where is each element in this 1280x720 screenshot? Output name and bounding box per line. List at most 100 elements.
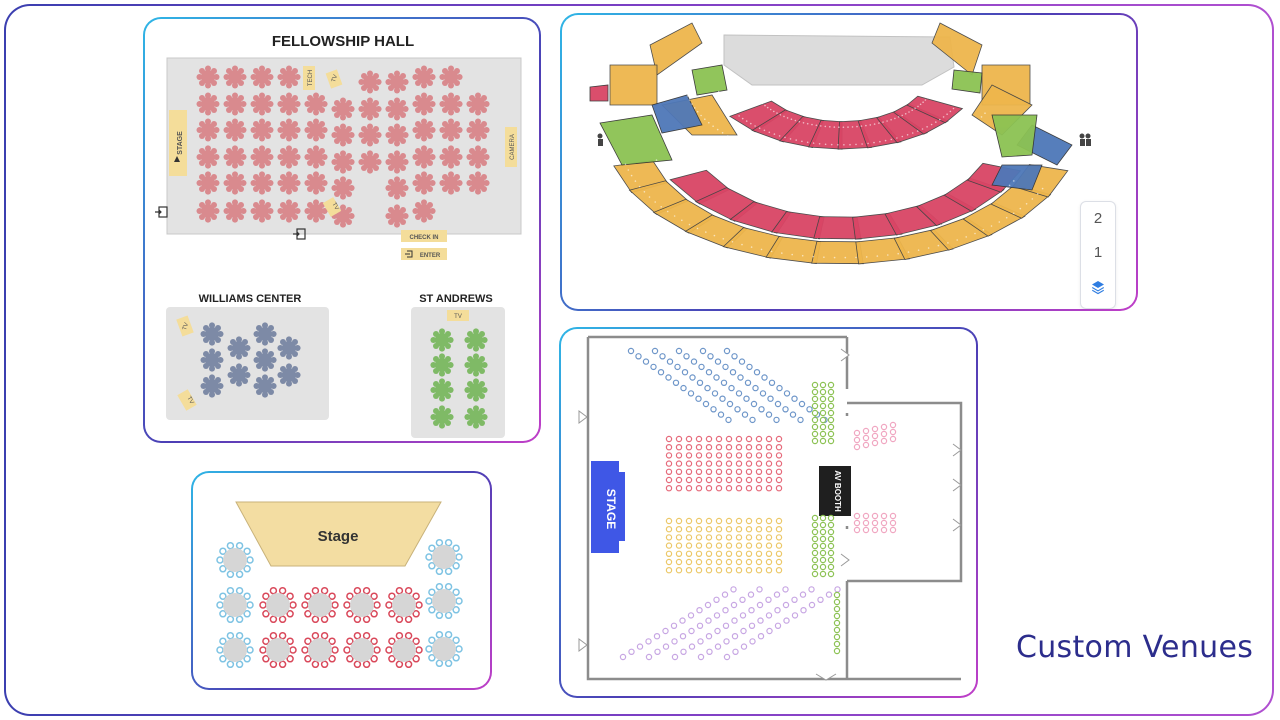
theater-seat [705, 476, 713, 484]
seat [439, 345, 445, 352]
theater-seat [707, 353, 714, 360]
seat [219, 637, 227, 645]
seat [385, 646, 393, 654]
arena-section-middle [770, 211, 825, 240]
arena-seat-dot [731, 220, 734, 222]
seat [286, 135, 292, 142]
arena-seat-dot [901, 114, 903, 117]
theater-seat [725, 550, 733, 557]
seat [236, 380, 242, 387]
seat [320, 660, 329, 669]
theater-seat [761, 374, 768, 381]
seat [301, 646, 309, 654]
theater-seat [811, 381, 819, 389]
fellowship-table [304, 92, 328, 116]
arena-seat-dot [755, 96, 757, 98]
table-top [390, 181, 404, 195]
seat [340, 204, 346, 211]
fellowship-table [358, 123, 382, 147]
theater-seat [650, 363, 657, 371]
seat [483, 180, 490, 186]
seat [473, 353, 479, 360]
arena-seat-dot [906, 134, 909, 136]
seat [304, 655, 312, 663]
seat [240, 74, 247, 80]
seat [320, 586, 329, 595]
seat [430, 362, 437, 368]
seat [466, 180, 473, 186]
theater-seat [775, 443, 783, 451]
seat [294, 208, 301, 214]
seat [331, 185, 338, 191]
seat [278, 631, 287, 640]
table-top [201, 204, 215, 218]
seat [259, 82, 265, 89]
venue-card-banquet[interactable]: Stage [191, 471, 492, 690]
seat [232, 92, 238, 99]
venue-card-fellowship-hall[interactable]: FELLOWSHIP HALL STAGE TECH TV TV CAMERA … [143, 17, 541, 443]
seat [448, 171, 454, 178]
venue-card-theater[interactable]: STAGE AV BOOTH [559, 327, 978, 698]
arena-seat-dot [783, 115, 785, 118]
theater-seat [725, 435, 733, 443]
theater-seat [745, 443, 753, 451]
arena-seat-dot [844, 256, 847, 259]
theater-seat [675, 550, 683, 557]
theater-seat [685, 484, 693, 492]
level-2-button[interactable]: 2 [1093, 210, 1103, 227]
banquet-tables [216, 538, 463, 669]
seat [205, 92, 211, 99]
seat [286, 380, 292, 387]
seat [236, 363, 242, 370]
theater-seat [775, 484, 783, 492]
theater-seat [853, 519, 861, 527]
stage-label: STAGE [177, 131, 184, 155]
arena-seat-dot [776, 112, 778, 114]
fellowship-table [196, 199, 220, 223]
banquet-table [216, 541, 254, 579]
arena-seat-dot [865, 124, 867, 127]
theater-seat [853, 443, 861, 451]
theater-seat [642, 358, 650, 365]
fellowship-table [412, 199, 436, 223]
theater-seat [679, 633, 687, 640]
seat [340, 114, 346, 121]
theater-seat [735, 484, 743, 492]
seat [259, 65, 265, 72]
theater-seat [685, 525, 693, 533]
seat [253, 357, 260, 363]
seat [236, 353, 242, 360]
arena-seat-dot [879, 140, 881, 143]
seat [439, 395, 445, 402]
seat [395, 631, 404, 640]
seat [289, 646, 297, 654]
theater-seat [645, 638, 652, 645]
seat [219, 655, 227, 663]
arena-seat-dot [895, 156, 898, 158]
theater-seat [675, 468, 683, 475]
table-top [232, 368, 246, 382]
theater-seat [696, 379, 704, 387]
arena-seat-dot [993, 197, 996, 199]
level-1-button[interactable]: 1 [1093, 244, 1103, 261]
seat [385, 185, 392, 191]
seat [346, 637, 354, 645]
theater-seat [880, 423, 888, 431]
arena-seat-dot [842, 126, 845, 128]
table-top [308, 593, 332, 617]
theater-seat [715, 550, 723, 557]
layers-icon[interactable] [1081, 270, 1115, 304]
arena-seat-dot [917, 249, 920, 251]
venue-card-arena[interactable]: 2 1 [560, 13, 1138, 311]
theater-seat [735, 534, 743, 541]
theater-seat [833, 626, 841, 634]
seat [428, 636, 436, 644]
seat [240, 180, 247, 186]
seat [404, 660, 413, 669]
seat [262, 339, 268, 346]
table-top [232, 341, 246, 355]
seat [262, 655, 270, 663]
seat [394, 70, 400, 77]
theater-seat [725, 416, 732, 424]
theater-seat [755, 534, 763, 541]
